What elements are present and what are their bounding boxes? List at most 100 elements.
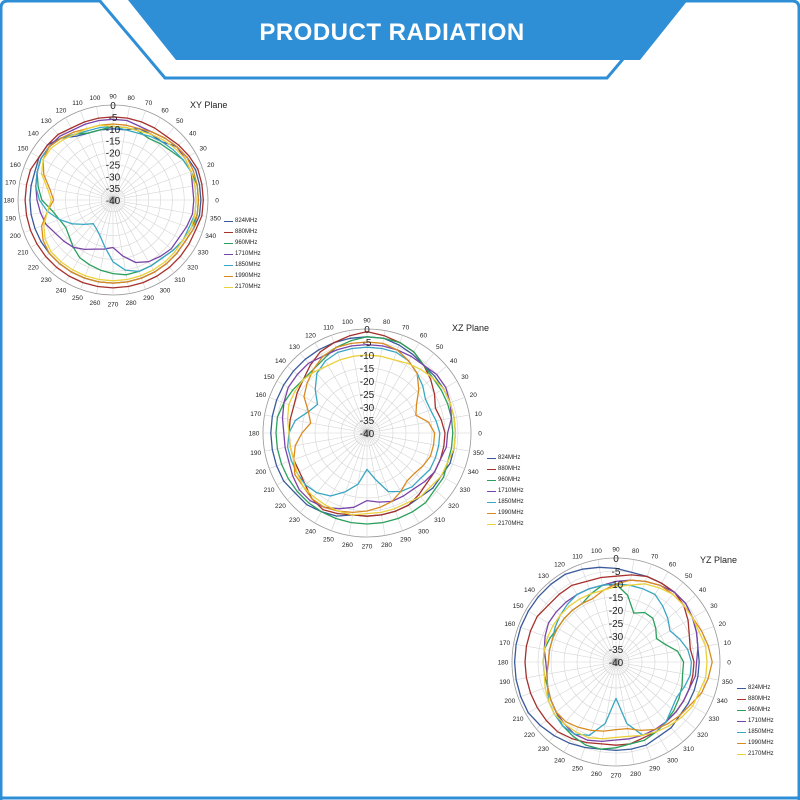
grid-spoke	[366, 380, 458, 434]
angle-tick-label: 50	[685, 573, 693, 580]
legend-item: 880MHz	[224, 227, 261, 238]
angle-tick-label: 190	[250, 450, 261, 457]
legend-swatch	[737, 687, 746, 690]
series-line-1990MHz	[546, 579, 713, 732]
radial-tick-label: -15	[360, 364, 375, 375]
grid-spoke	[563, 661, 617, 753]
grid-spoke	[366, 432, 458, 486]
radial-tick-label: 0	[613, 554, 619, 565]
angle-tick-label: 20	[207, 162, 215, 169]
grid-spoke	[366, 353, 435, 434]
angle-tick-label: 140	[275, 358, 286, 365]
angle-tick-label: 180	[498, 660, 509, 667]
angle-tick-label: 80	[383, 319, 391, 326]
angle-tick-label: 110	[72, 100, 83, 107]
angle-tick-label: 290	[400, 537, 411, 544]
angle-tick-label: 150	[513, 603, 524, 610]
grid-spoke	[548, 661, 617, 742]
legend-item: 2170MHz	[487, 519, 524, 530]
angle-tick-label: 290	[143, 295, 154, 302]
grid-spoke	[314, 432, 368, 524]
legend-item: 880MHz	[487, 464, 524, 475]
angle-tick-label: 40	[450, 358, 458, 365]
grid-spoke	[40, 138, 114, 201]
series-line-880MHz	[24, 116, 204, 289]
grid-spoke	[580, 661, 617, 760]
grid-spoke	[80, 110, 114, 201]
grid-spoke	[112, 106, 130, 201]
center-dot	[363, 429, 371, 437]
grid-spoke	[112, 199, 130, 294]
grid-spoke	[615, 661, 719, 681]
grid-spoke	[615, 643, 719, 663]
radial-tick-label: 0	[364, 325, 370, 336]
grid-spoke	[615, 661, 635, 765]
angle-tick-label: 190	[499, 679, 510, 686]
legend-swatch	[224, 242, 233, 245]
angle-tick-label: 20	[719, 621, 727, 628]
legend-label: 960MHz	[748, 707, 771, 713]
angle-tick-label: 330	[708, 716, 719, 723]
grid-spoke	[30, 152, 114, 201]
legend-swatch	[737, 698, 746, 701]
angle-tick-label: 0	[727, 660, 731, 667]
grid-spoke	[112, 199, 186, 262]
radial-tick-label: -30	[360, 403, 375, 414]
radial-tick-label: -25	[360, 390, 375, 401]
angle-tick-label: 100	[342, 319, 353, 326]
grid-spoke	[615, 661, 684, 742]
plane-title: YZ Plane	[700, 555, 738, 565]
legend-item: 1850MHz	[737, 727, 774, 738]
legend-swatch	[737, 709, 746, 712]
radial-tick-label: -10	[609, 580, 624, 591]
legend-label: 1850MHz	[235, 262, 261, 268]
center-dot	[109, 196, 117, 204]
radial-tick-label: -25	[609, 619, 624, 630]
angle-tick-label: 310	[174, 277, 185, 284]
angle-tick-label: 100	[89, 95, 100, 102]
angle-tick-label: 340	[468, 469, 479, 476]
series-line-1990MHz	[40, 123, 200, 284]
plane-title: XY Plane	[190, 100, 228, 110]
radial-tick-label: -35	[609, 645, 624, 656]
series-line-960MHz	[275, 336, 454, 525]
grid-spoke	[366, 432, 465, 469]
angle-tick-label: 140	[524, 587, 535, 594]
grid-spoke	[615, 661, 714, 698]
radial-tick-label: -15	[609, 593, 624, 604]
angle-tick-label: 90	[363, 318, 371, 325]
legend-label: 880MHz	[235, 229, 258, 235]
grid-spoke	[112, 167, 203, 201]
grid-spoke	[331, 335, 368, 434]
grid-spoke	[366, 335, 403, 434]
grid-spoke	[615, 559, 635, 663]
angle-tick-label: 320	[697, 732, 708, 739]
page-title: PRODUCT RADIATION	[259, 19, 525, 46]
grid-spoke	[366, 342, 420, 434]
angle-tick-label: 170	[499, 640, 510, 647]
legend-item: 1710MHz	[224, 249, 261, 260]
angle-tick-label: 320	[187, 264, 198, 271]
angle-tick-label: 250	[72, 295, 83, 302]
angle-tick-label: 50	[176, 118, 184, 125]
legend-swatch	[487, 468, 496, 471]
legend-item: 2170MHz	[737, 749, 774, 760]
grid-spoke	[563, 571, 617, 663]
angle-tick-label: 220	[524, 732, 535, 739]
angle-tick-label: 280	[126, 300, 137, 307]
grid-spoke	[65, 117, 114, 201]
angle-tick-label: 280	[381, 542, 392, 549]
legend-label: 1850MHz	[498, 499, 524, 505]
angle-tick-label: 70	[145, 100, 153, 107]
angle-tick-label: 350	[210, 216, 221, 223]
legend-swatch	[737, 720, 746, 723]
angle-tick-label: 150	[17, 146, 28, 153]
angle-tick-label: 260	[342, 542, 353, 549]
series-line-1850MHz	[35, 125, 197, 273]
